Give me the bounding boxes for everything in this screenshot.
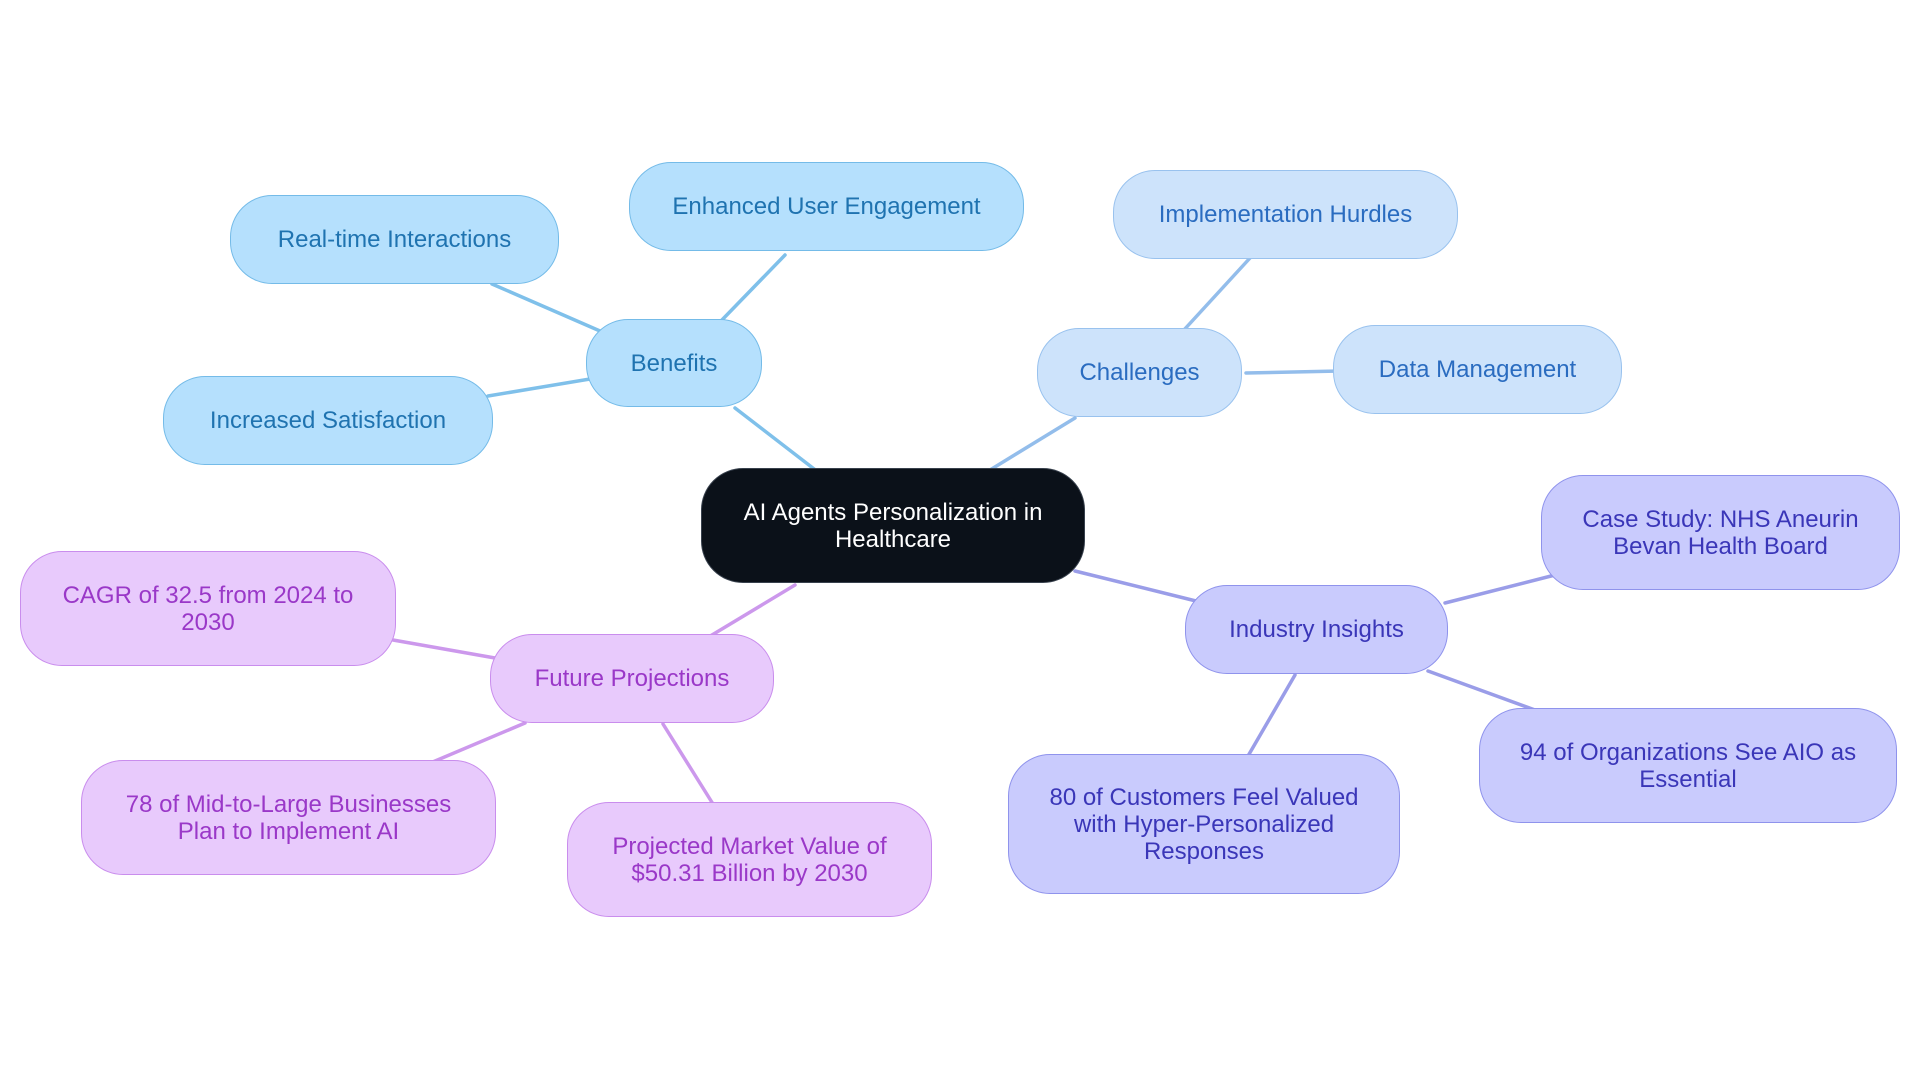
- edge-challenges-hurdles: [1181, 256, 1252, 333]
- branch-future-projections[interactable]: Future Projections: [490, 634, 774, 723]
- leaf-real-time-interactions[interactable]: Real-time Interactions: [230, 195, 559, 284]
- leaf-label: 94 of Organizations See AIO as Essential: [1519, 738, 1857, 793]
- branch-industry-insights[interactable]: Industry Insights: [1185, 585, 1448, 674]
- leaf-label: Projected Market Value of $50.31 Billion…: [612, 832, 887, 887]
- edge-root-challenges: [988, 416, 1077, 472]
- branch-future-projections-label: Future Projections: [534, 665, 730, 692]
- leaf-78-businesses[interactable]: 78 of Mid-to-Large Businesses Plan to Im…: [81, 760, 496, 875]
- leaf-label: Data Management: [1378, 356, 1577, 383]
- branch-industry-insights-label: Industry Insights: [1229, 616, 1404, 643]
- leaf-label: Increased Satisfaction: [209, 407, 447, 434]
- leaf-increased-satisfaction[interactable]: Increased Satisfaction: [163, 376, 493, 465]
- root-label: AI Agents Personalization in Healthcare: [743, 498, 1043, 553]
- leaf-label: CAGR of 32.5 from 2024 to 2030: [62, 581, 354, 636]
- root-node[interactable]: AI Agents Personalization in Healthcare: [701, 468, 1085, 583]
- leaf-label: Implementation Hurdles: [1158, 201, 1413, 228]
- branch-challenges-label: Challenges: [1079, 359, 1200, 386]
- leaf-implementation-hurdles[interactable]: Implementation Hurdles: [1113, 170, 1458, 259]
- edge-future-cagr: [391, 638, 497, 660]
- leaf-label: Enhanced User Engagement: [672, 193, 981, 220]
- leaf-enhanced-user-engagement[interactable]: Enhanced User Engagement: [629, 162, 1024, 251]
- edge-challenges-data: [1244, 369, 1342, 375]
- leaf-projected-market-value[interactable]: Projected Market Value of $50.31 Billion…: [567, 802, 932, 917]
- branch-benefits[interactable]: Benefits: [586, 319, 762, 407]
- edge-insights-94: [1426, 669, 1537, 712]
- edge-root-insights: [1073, 569, 1202, 604]
- leaf-80-customers[interactable]: 80 of Customers Feel Valued with Hyper-P…: [1008, 754, 1400, 894]
- edge-insights-80: [1246, 673, 1297, 758]
- leaf-94-organizations[interactable]: 94 of Organizations See AIO as Essential: [1479, 708, 1897, 823]
- leaf-case-study-nhs[interactable]: Case Study: NHS Aneurin Bevan Health Boa…: [1541, 475, 1900, 590]
- leaf-cagr[interactable]: CAGR of 32.5 from 2024 to 2030: [20, 551, 396, 666]
- edge-benefits-satisfaction: [486, 377, 592, 398]
- edge-root-future: [705, 583, 797, 640]
- edge-future-market: [661, 722, 715, 806]
- edge-benefits-realtime: [490, 282, 602, 333]
- leaf-label: 78 of Mid-to-Large Businesses Plan to Im…: [125, 790, 452, 845]
- leaf-data-management[interactable]: Data Management: [1333, 325, 1622, 414]
- edge-insights-nhs: [1443, 573, 1557, 605]
- leaf-label: 80 of Customers Feel Valued with Hyper-P…: [1049, 783, 1359, 865]
- edge-future-78: [426, 721, 527, 766]
- edge-benefits-engagement: [718, 253, 787, 324]
- leaf-label: Real-time Interactions: [277, 226, 512, 253]
- edge-root-benefits: [733, 406, 820, 474]
- branch-challenges[interactable]: Challenges: [1037, 328, 1242, 417]
- branch-benefits-label: Benefits: [630, 349, 718, 377]
- leaf-label: Case Study: NHS Aneurin Bevan Health Boa…: [1582, 505, 1859, 560]
